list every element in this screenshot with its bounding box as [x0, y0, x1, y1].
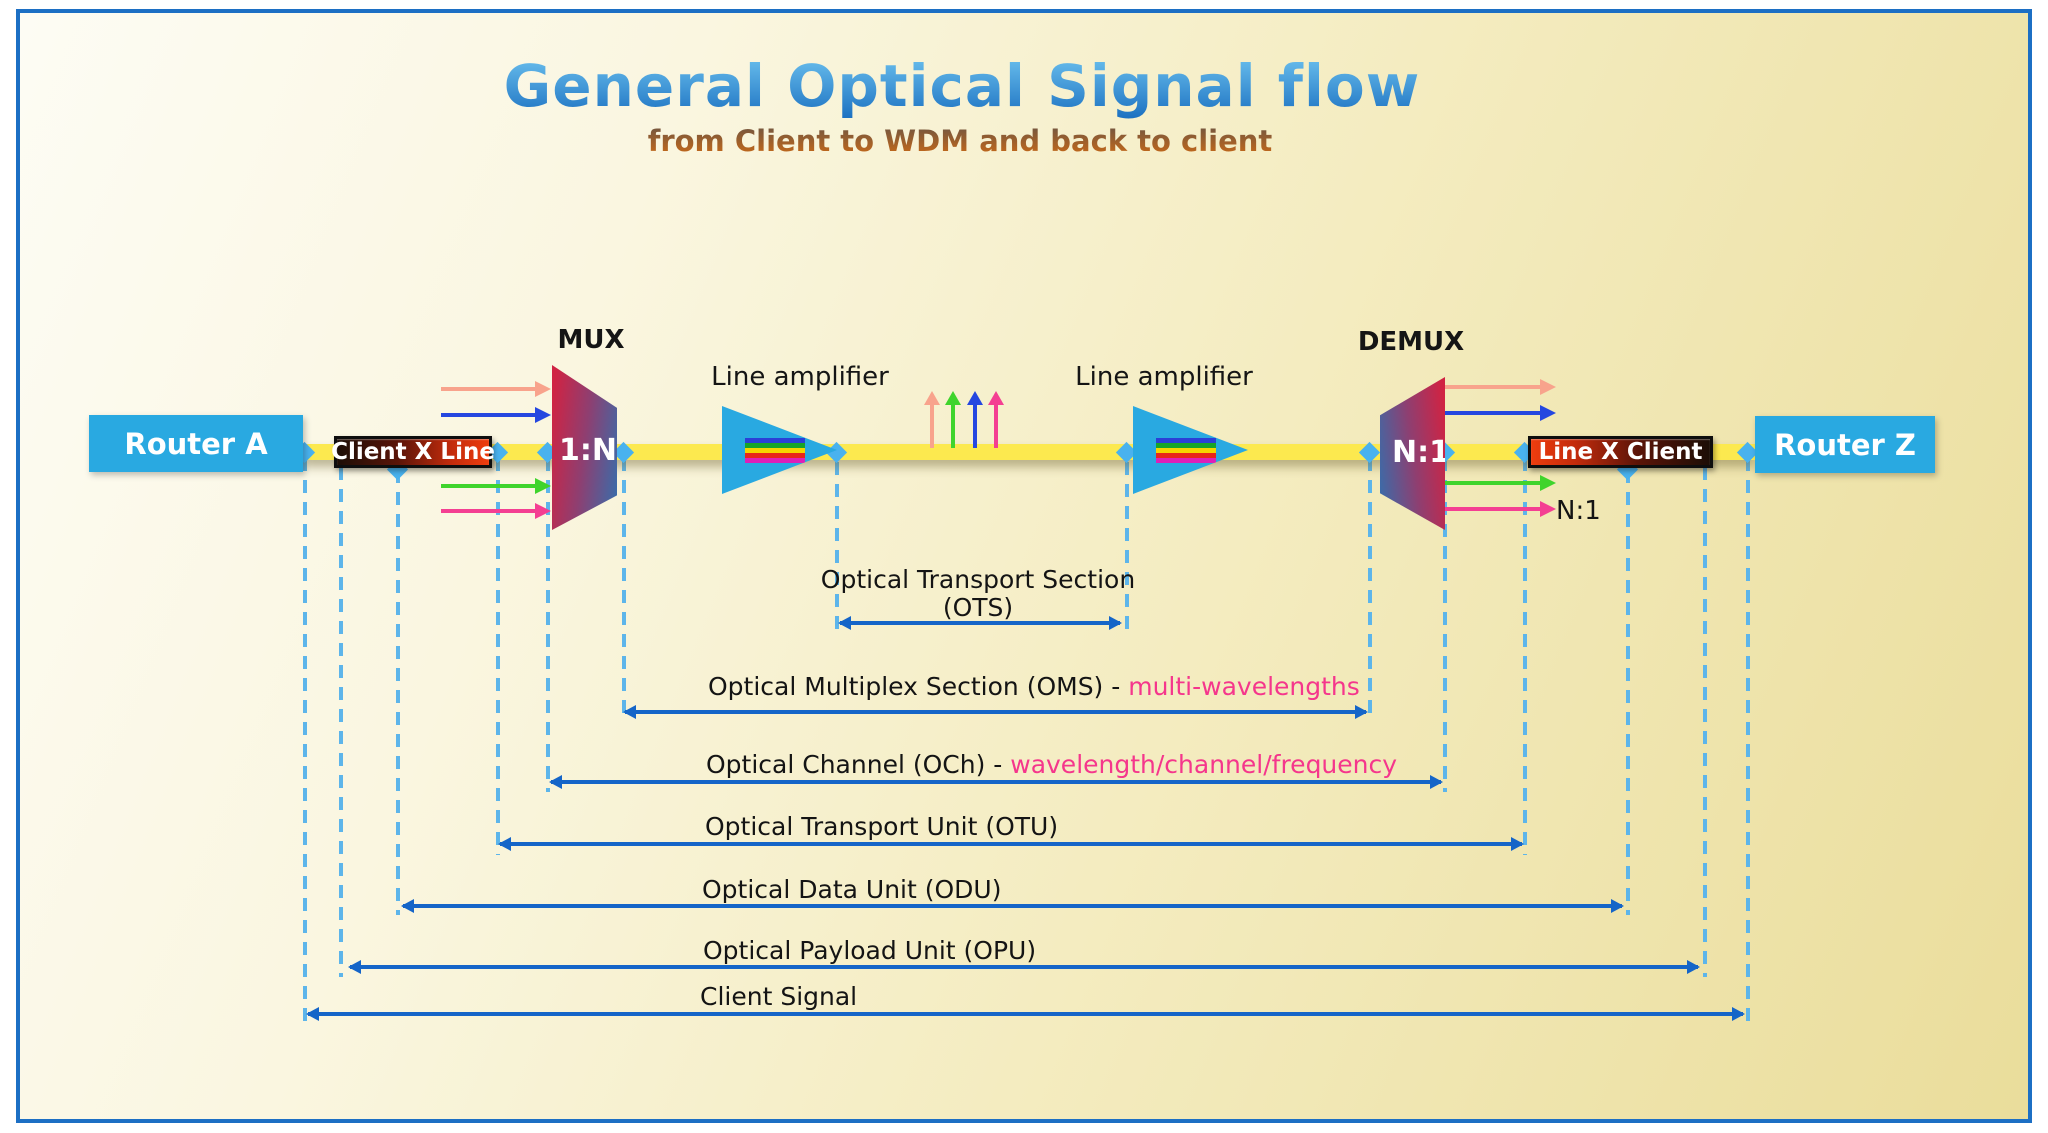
- span-label-odu: Optical Data Unit (ODU): [702, 875, 1002, 904]
- dashline-opu-left: [339, 467, 343, 977]
- mux-input-arrow-green: [441, 478, 551, 494]
- mux-input-arrow-salmon: [441, 381, 551, 397]
- span-label-oms: Optical Multiplex Section (OMS) - multi-…: [708, 672, 1360, 701]
- router-a-box: Router A: [89, 415, 303, 472]
- up-arrow-blue: [967, 391, 983, 448]
- demux-output-arrow-green: [1445, 475, 1556, 491]
- demux-output-arrow-magenta: [1445, 501, 1556, 517]
- dashline-oms-right: [1368, 458, 1372, 720]
- span-arrow-och: [549, 775, 1443, 789]
- router-a-label: Router A: [124, 426, 268, 461]
- span-label-opu: Optical Payload Unit (OPU): [703, 936, 1037, 965]
- span-label-otu: Optical Transport Unit (OTU): [705, 812, 1059, 841]
- demux-label: DEMUX: [1357, 327, 1465, 357]
- mux-input-arrow-blue: [441, 407, 551, 423]
- demux-output-arrow-salmon: [1445, 379, 1556, 395]
- span-label-client-signal: Client Signal: [700, 982, 858, 1011]
- demux-output-arrow-blue: [1445, 405, 1556, 421]
- amp1-label: Line amplifier: [711, 362, 889, 392]
- span-arrow-opu: [348, 960, 1700, 974]
- span-label-och: Optical Channel (OCh) - wavelength/chann…: [706, 750, 1398, 779]
- line-x-client-label: Line X Client: [1538, 439, 1703, 465]
- span-arrow-otu: [498, 837, 1524, 851]
- span-label-ots: Optical Transport Section (OTS): [820, 565, 1136, 622]
- dashline-odu-left: [396, 470, 400, 915]
- dashline-otu-left: [496, 458, 500, 855]
- dashline-ots-right: [1125, 462, 1129, 632]
- router-z-box: Router Z: [1755, 416, 1935, 473]
- wavelength-stripes-icon: [745, 438, 805, 463]
- span-arrow-odu: [401, 899, 1624, 913]
- demux-ratio-label: N:1: [1392, 435, 1450, 470]
- dashline-och-left: [546, 458, 550, 792]
- dashline-och-right: [1443, 458, 1447, 792]
- dashline-client-signal-left: [303, 458, 307, 1022]
- client-x-line-label: Client X Line: [331, 439, 495, 465]
- mux-label: MUX: [557, 325, 625, 355]
- dashline-oms-left: [622, 458, 626, 720]
- page-title: General Optical Signal flow: [503, 52, 1421, 120]
- line-x-client-box: Line X Client: [1528, 436, 1713, 468]
- mux-ratio-label: 1:N: [559, 433, 617, 468]
- span-arrow-client-signal: [306, 1007, 1745, 1021]
- dashline-ots-left: [835, 462, 839, 632]
- client-x-line-box: Client X Line: [331, 436, 495, 468]
- wavelength-stripes-icon: [1156, 438, 1216, 463]
- span-arrow-ots: [838, 616, 1122, 630]
- dashline-client-signal-right: [1746, 458, 1750, 1022]
- page-subtitle: from Client to WDM and back to client: [647, 124, 1273, 158]
- dashline-opu-right: [1703, 467, 1707, 977]
- router-z-label: Router Z: [1774, 427, 1916, 462]
- up-arrow-green: [945, 391, 961, 448]
- up-arrow-magenta: [988, 391, 1004, 448]
- up-arrow-salmon: [924, 391, 940, 448]
- amp2-label: Line amplifier: [1075, 362, 1253, 392]
- dashline-odu-right: [1626, 470, 1630, 915]
- mux-input-arrow-magenta: [441, 503, 551, 519]
- dashline-otu-right: [1523, 458, 1527, 855]
- span-arrow-oms: [623, 705, 1368, 719]
- n-to-1-note: N:1: [1556, 496, 1601, 526]
- diagram-frame: [16, 9, 2032, 1123]
